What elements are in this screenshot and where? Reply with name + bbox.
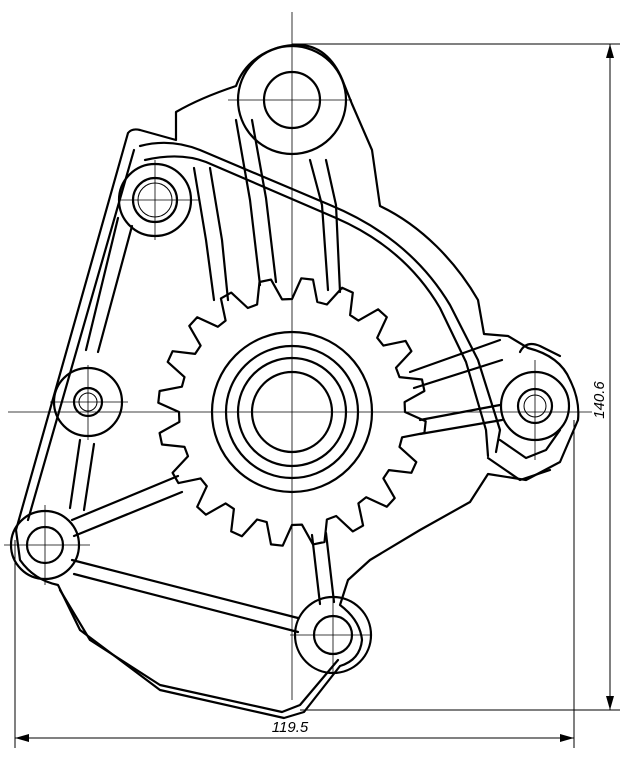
- boss-upper-left: [117, 162, 193, 238]
- hub-middle-ring: [224, 344, 360, 480]
- hub-outer-ring: [210, 330, 374, 494]
- height-dimension-label: 140.6: [591, 381, 608, 419]
- boss-right: [499, 370, 571, 442]
- shaft-bore: [250, 370, 334, 454]
- drive-sprocket: [157, 277, 427, 547]
- housing-ribs: [68, 118, 504, 634]
- mounting-bosses: [9, 44, 571, 675]
- bearing-bore: [236, 356, 348, 468]
- sprocket-teeth: [157, 277, 427, 547]
- centerlines: [4, 12, 592, 700]
- boss-bottom: [293, 595, 373, 675]
- pump-housing-outline: [14, 43, 580, 720]
- width-dimension-label: 119.5: [272, 719, 309, 736]
- boss-top: [236, 44, 348, 156]
- dimension-width: 119.5: [14, 420, 575, 748]
- dimension-height: 140.6: [292, 43, 620, 711]
- boss-lower-left: [9, 509, 81, 581]
- boss-left: [52, 366, 124, 438]
